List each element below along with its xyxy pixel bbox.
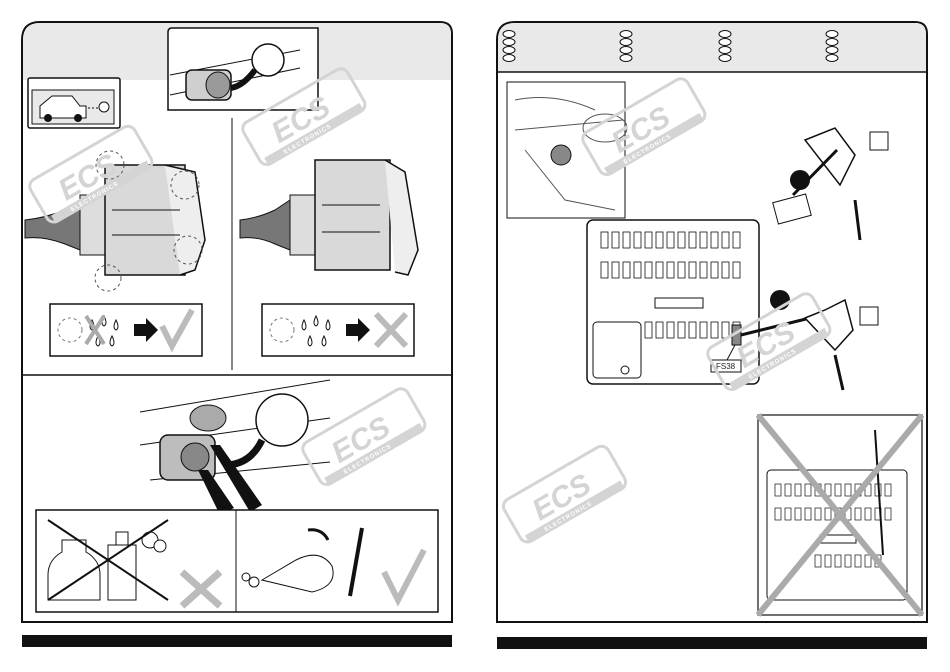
dashboard-view bbox=[507, 82, 627, 218]
step-box bbox=[870, 132, 888, 150]
towbar-socket-icon bbox=[168, 28, 318, 110]
left-page-drawing: ECS ELECTRONICS ECS ELECTRONICS ECS ELEC… bbox=[0, 0, 475, 672]
car-icon bbox=[28, 78, 120, 128]
fuse-label: FS38 bbox=[716, 362, 736, 371]
water-test-pass bbox=[50, 304, 202, 356]
step-marker bbox=[790, 170, 810, 190]
left-bottom-bar bbox=[22, 635, 452, 647]
water-test-fail bbox=[262, 304, 414, 356]
left-page: ECS ELECTRONICS ECS ELECTRONICS ECS ELEC… bbox=[0, 0, 475, 672]
right-page: FS38 ECS ELECTRONICS ECS ELECTRONICS bbox=[475, 0, 950, 672]
right-page-drawing: FS38 ECS ELECTRONICS ECS ELECTRONICS bbox=[475, 0, 950, 672]
step-box bbox=[860, 307, 878, 325]
fuse-box-wrong bbox=[758, 415, 922, 615]
right-header-band bbox=[498, 23, 926, 72]
right-bottom-bar bbox=[497, 637, 927, 649]
